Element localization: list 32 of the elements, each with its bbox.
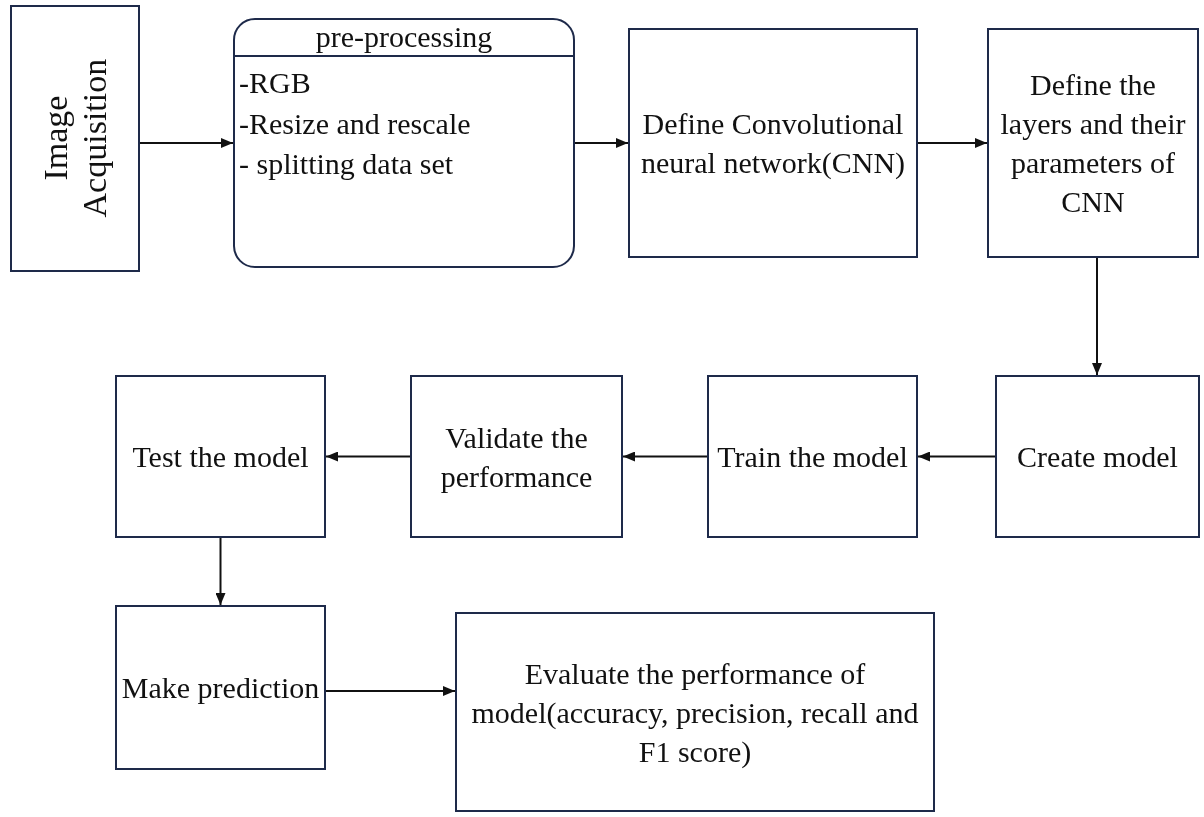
process-box: [455, 612, 935, 812]
arrow: [917, 451, 996, 462]
box-label: Define Convolutional neural network(CNN): [639, 106, 907, 181]
box-heading: pre-processing: [235, 20, 573, 57]
arrow: [917, 138, 988, 148]
box-label: Make prediction: [121, 670, 320, 706]
box-label: Evaluate the performance of model(accuracy, precision, recall and F1 score): [470, 655, 920, 770]
process-box: [233, 18, 575, 268]
process-box: [115, 605, 326, 770]
list-item: - splitting data set: [239, 146, 455, 182]
process-box: [987, 28, 1199, 258]
list-item: -RGB: [239, 65, 312, 101]
process-box: [10, 5, 140, 272]
process-box: [995, 375, 1200, 538]
box-label: Define the layers and their parameters of CNN: [999, 67, 1187, 220]
process-box: [707, 375, 918, 538]
process-box: [115, 375, 326, 538]
box-label: Test the model: [132, 439, 309, 475]
box-label: Image Acquisition: [35, 58, 114, 220]
arrow: [622, 451, 708, 462]
box-label: Train the model: [717, 439, 908, 475]
arrow: [574, 138, 629, 148]
arrow: [325, 686, 456, 696]
process-box: [410, 375, 623, 538]
process-box: [628, 28, 918, 258]
arrow: [1092, 257, 1102, 376]
list-item: -Resize and rescale: [239, 105, 472, 142]
box-label: Validate the performance: [439, 419, 594, 495]
arrow: [139, 138, 234, 148]
arrow: [215, 537, 226, 606]
arrow: [325, 451, 411, 462]
box-label: Create model: [1017, 439, 1178, 475]
